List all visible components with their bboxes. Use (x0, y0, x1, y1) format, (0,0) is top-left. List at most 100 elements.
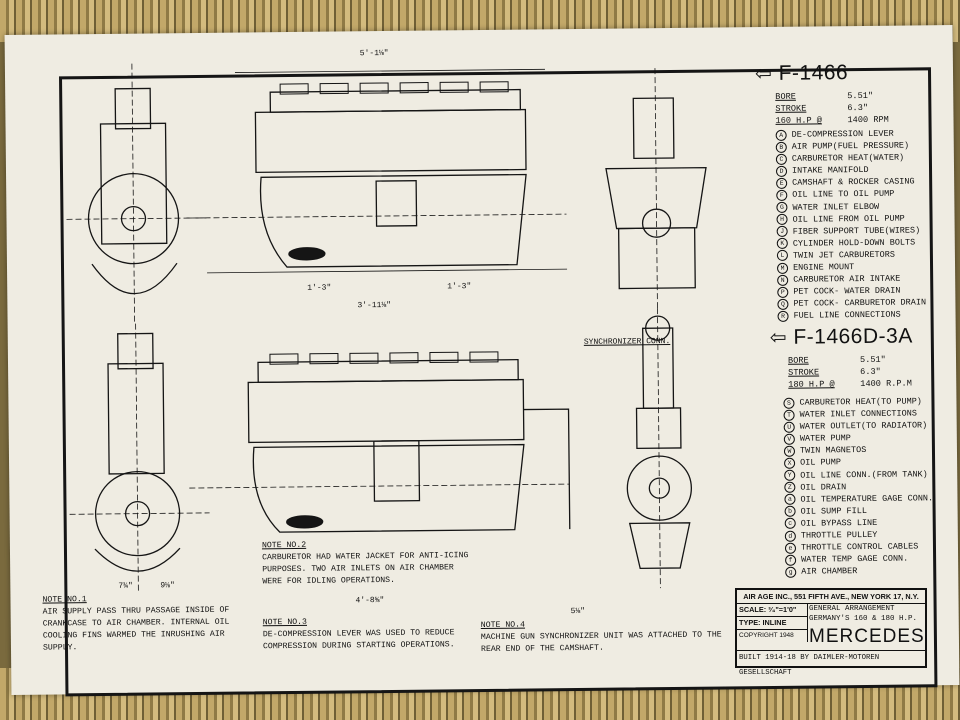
legend-code: T (783, 409, 795, 421)
legend-text: ENGINE MOUNT (792, 262, 855, 273)
legend-text: OIL LINE TO OIL PUMP (792, 189, 895, 201)
legend-code: X (784, 457, 796, 469)
side-view-bottom (189, 351, 571, 533)
legend-code: E (776, 177, 788, 189)
legend-code: c (784, 518, 796, 530)
dimension-width-2: 9⅛" (160, 581, 175, 591)
legend-code: b (784, 506, 796, 518)
legend-code: g (785, 566, 797, 578)
arrow-left-icon: ⇦ (754, 62, 773, 86)
arrow-left-icon: ⇦ (769, 326, 788, 349)
legend-text: OIL LINE CONN.(FROM TANK) (800, 468, 928, 481)
legend-text: OIL TEMPERATURE GAGE CONN. (800, 493, 934, 505)
manufacturer-name: MERCEDES (809, 626, 925, 647)
legend-item: K CYLINDER HOLD-DOWN BOLTS (776, 236, 926, 250)
legend-text: TWIN MAGNETOS (799, 445, 867, 457)
legend-code: S (783, 397, 795, 409)
legend-code: P (777, 286, 789, 298)
legend-code: Q (777, 298, 789, 310)
legend-item: a OIL TEMPERATURE GAGE CONN. (784, 492, 933, 506)
legend-code: U (783, 421, 795, 433)
legend-code: V (783, 433, 795, 445)
title-block: AIR AGE INC., 551 FIFTH AVE., NEW YORK 1… (735, 588, 927, 677)
legend-text: WATER OUTLET(TO RADIATOR) (799, 420, 928, 432)
dimension-length-6: 5⅛" (570, 606, 586, 617)
legend-item: Q PET COCK- CARBURETOR DRAIN (777, 297, 926, 311)
legend-text: CAMSHAFT & ROCKER CASING (792, 176, 915, 189)
legend-text: CYLINDER HOLD-DOWN BOLTS (792, 237, 916, 249)
front-view-bottom-left (69, 323, 210, 594)
legend-text: INTAKE MANIFOLD (791, 165, 869, 177)
blueprint-sheet: 5'-1⅛" 3'-11⅛" 1'-3" 1'-3" 4'-8⅝" 5⅛" 7¾… (4, 25, 960, 697)
copyright: COPYRIGHT 1948 (737, 629, 808, 642)
legend-text: TWIN JET CARBURETORS (792, 249, 896, 261)
legend-text: OIL DRAIN (800, 481, 847, 493)
legend-text: PET COCK- CARBURETOR DRAIN (793, 297, 927, 310)
legend-item: Y OIL LINE CONN.(FROM TANK) (784, 468, 933, 482)
legend-text: WATER TEMP GAGE CONN. (801, 553, 909, 565)
model-code-bottom: ⇦ F-1466D-3A (769, 324, 913, 349)
front-view-top-left (66, 63, 207, 324)
side-view-top (186, 68, 568, 274)
legend-code: Y (784, 469, 796, 481)
synchronizer-conn-label: SYNCHRONIZER CONN. (583, 337, 671, 347)
legend-code: d (784, 530, 796, 542)
legend-text: OIL PUMP (800, 457, 841, 469)
legend-item: C CARBURETOR HEAT(WATER) (775, 152, 925, 166)
arrangement-title: GENERAL ARRANGEMENT GERMANY'S 160 & 180 … (809, 605, 918, 623)
legend-code: R (777, 310, 789, 322)
legend-text: WATER INLET ELBOW (792, 201, 880, 213)
publisher: AIR AGE INC., 551 FIFTH AVE., NEW YORK 1… (737, 590, 925, 604)
end-view-bottom-right (626, 308, 693, 589)
legend-code: F (776, 189, 788, 201)
end-view-top-right (605, 68, 707, 309)
legend-text: THROTTLE PULLEY (800, 529, 878, 541)
legend-text: OIL BYPASS LINE (800, 517, 878, 529)
dimension-length-2: 3'-11⅛" (357, 300, 392, 311)
dimension-length-4: 1'-3" (447, 282, 472, 292)
legend-code: a (784, 494, 796, 506)
legend-text: FUEL LINE CONNECTIONS (793, 310, 901, 322)
legend-text: DE-COMPRESSION LEVER (791, 128, 894, 140)
legend-text: AIR CHAMBER (801, 566, 858, 577)
dimension-length-3: 1'-3" (307, 283, 332, 293)
legend-text: CARBURETOR HEAT(WATER) (791, 152, 905, 164)
legend-code: K (776, 238, 788, 250)
legend-code: M (776, 262, 789, 274)
legend-code: f (785, 554, 797, 566)
built-by: BUILT 1914-18 BY DAIMLER-MOTOREN GESELLS… (737, 650, 925, 677)
dimension-width-1: 7¾" (118, 581, 133, 591)
legend-code: J (776, 226, 788, 238)
legend-item: R FUEL LINE CONNECTIONS (777, 309, 926, 323)
legend-code: D (775, 165, 788, 177)
model-code-top: ⇦ F-1466 (754, 61, 849, 86)
dimension-length-5: 4'-8⅝" (355, 596, 385, 606)
legend-text: CARBURETOR AIR INTAKE (793, 273, 901, 285)
legend-item: E CAMSHAFT & ROCKER CASING (776, 176, 925, 190)
scale: SCALE: ³⁄₄"=1'0" (737, 603, 808, 617)
dimension-overall-length: 5'-1⅛" (359, 48, 389, 59)
legend-code: N (777, 274, 789, 286)
legend-item: U WATER OUTLET(TO RADIATOR) (783, 419, 933, 433)
legend-text: PET COCK- WATER DRAIN (793, 285, 901, 297)
legend-code: H (776, 213, 788, 226)
legend-text: OIL SUMP FILL (800, 505, 867, 517)
legend-code: W (783, 445, 796, 457)
legend-item: g AIR CHAMBER (785, 565, 934, 579)
legend-code: B (775, 141, 787, 153)
engine-drawing (66, 63, 707, 594)
legend-code: e (784, 542, 797, 554)
legend-code: G (776, 201, 788, 214)
legend-code: A (775, 129, 787, 141)
engine-type: TYPE: INLINE (737, 616, 808, 630)
legend-code: C (775, 153, 787, 165)
